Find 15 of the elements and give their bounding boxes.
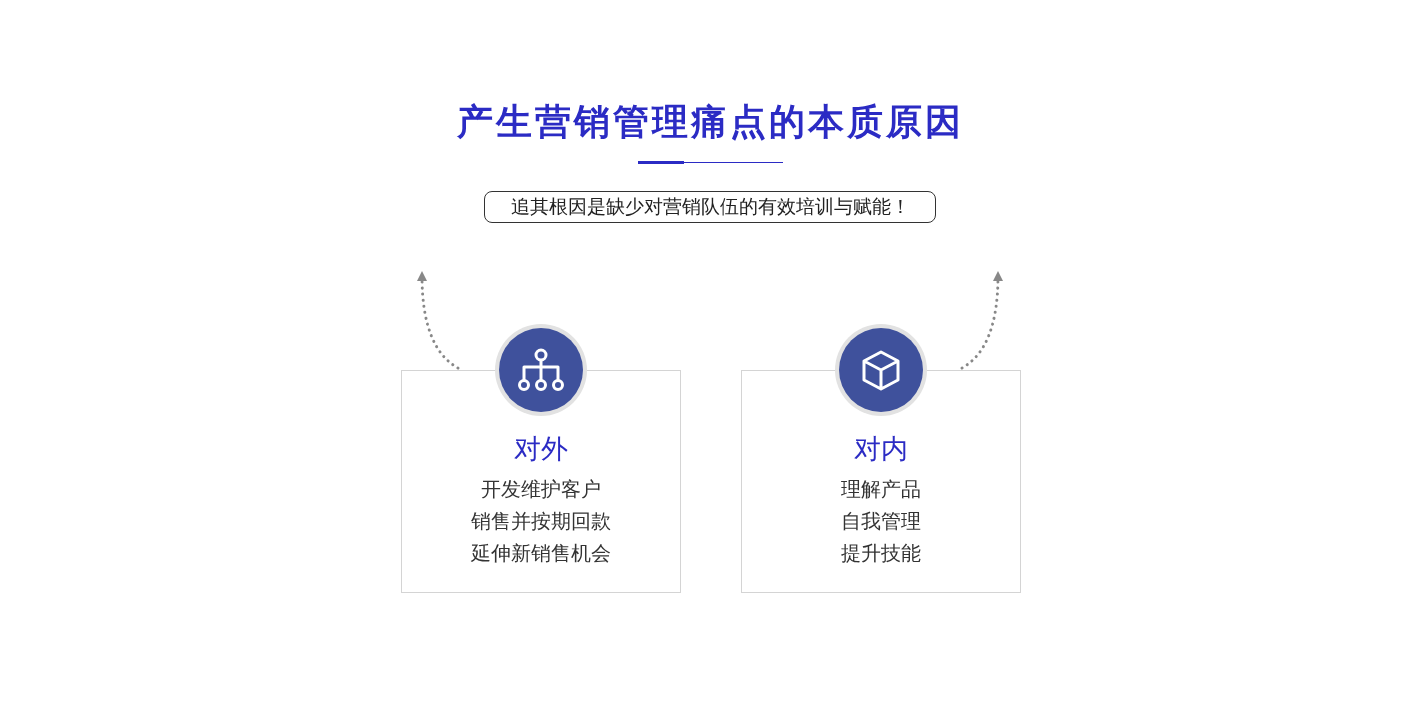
callout-text: 追其根因是缺少对营销队伍的有效培训与赋能！ <box>510 194 910 219</box>
list-item: 提升技能 <box>841 541 921 565</box>
list-item: 自我管理 <box>841 509 921 533</box>
list-item: 销售并按期回款 <box>471 509 611 533</box>
info-card <box>401 370 681 593</box>
dotted-arrow <box>960 271 1003 370</box>
card-heading: 对外 <box>514 433 568 464</box>
dotted-arrow <box>417 271 460 370</box>
list-item: 开发维护客户 <box>481 477 601 501</box>
title: 产生营销管理痛点的本质原因 <box>455 100 965 144</box>
card-heading: 对内 <box>854 433 908 464</box>
callout-box <box>484 191 936 223</box>
info-card <box>741 370 1021 593</box>
list-item: 理解产品 <box>841 477 921 501</box>
list-item: 延伸新销售机会 <box>471 541 611 565</box>
